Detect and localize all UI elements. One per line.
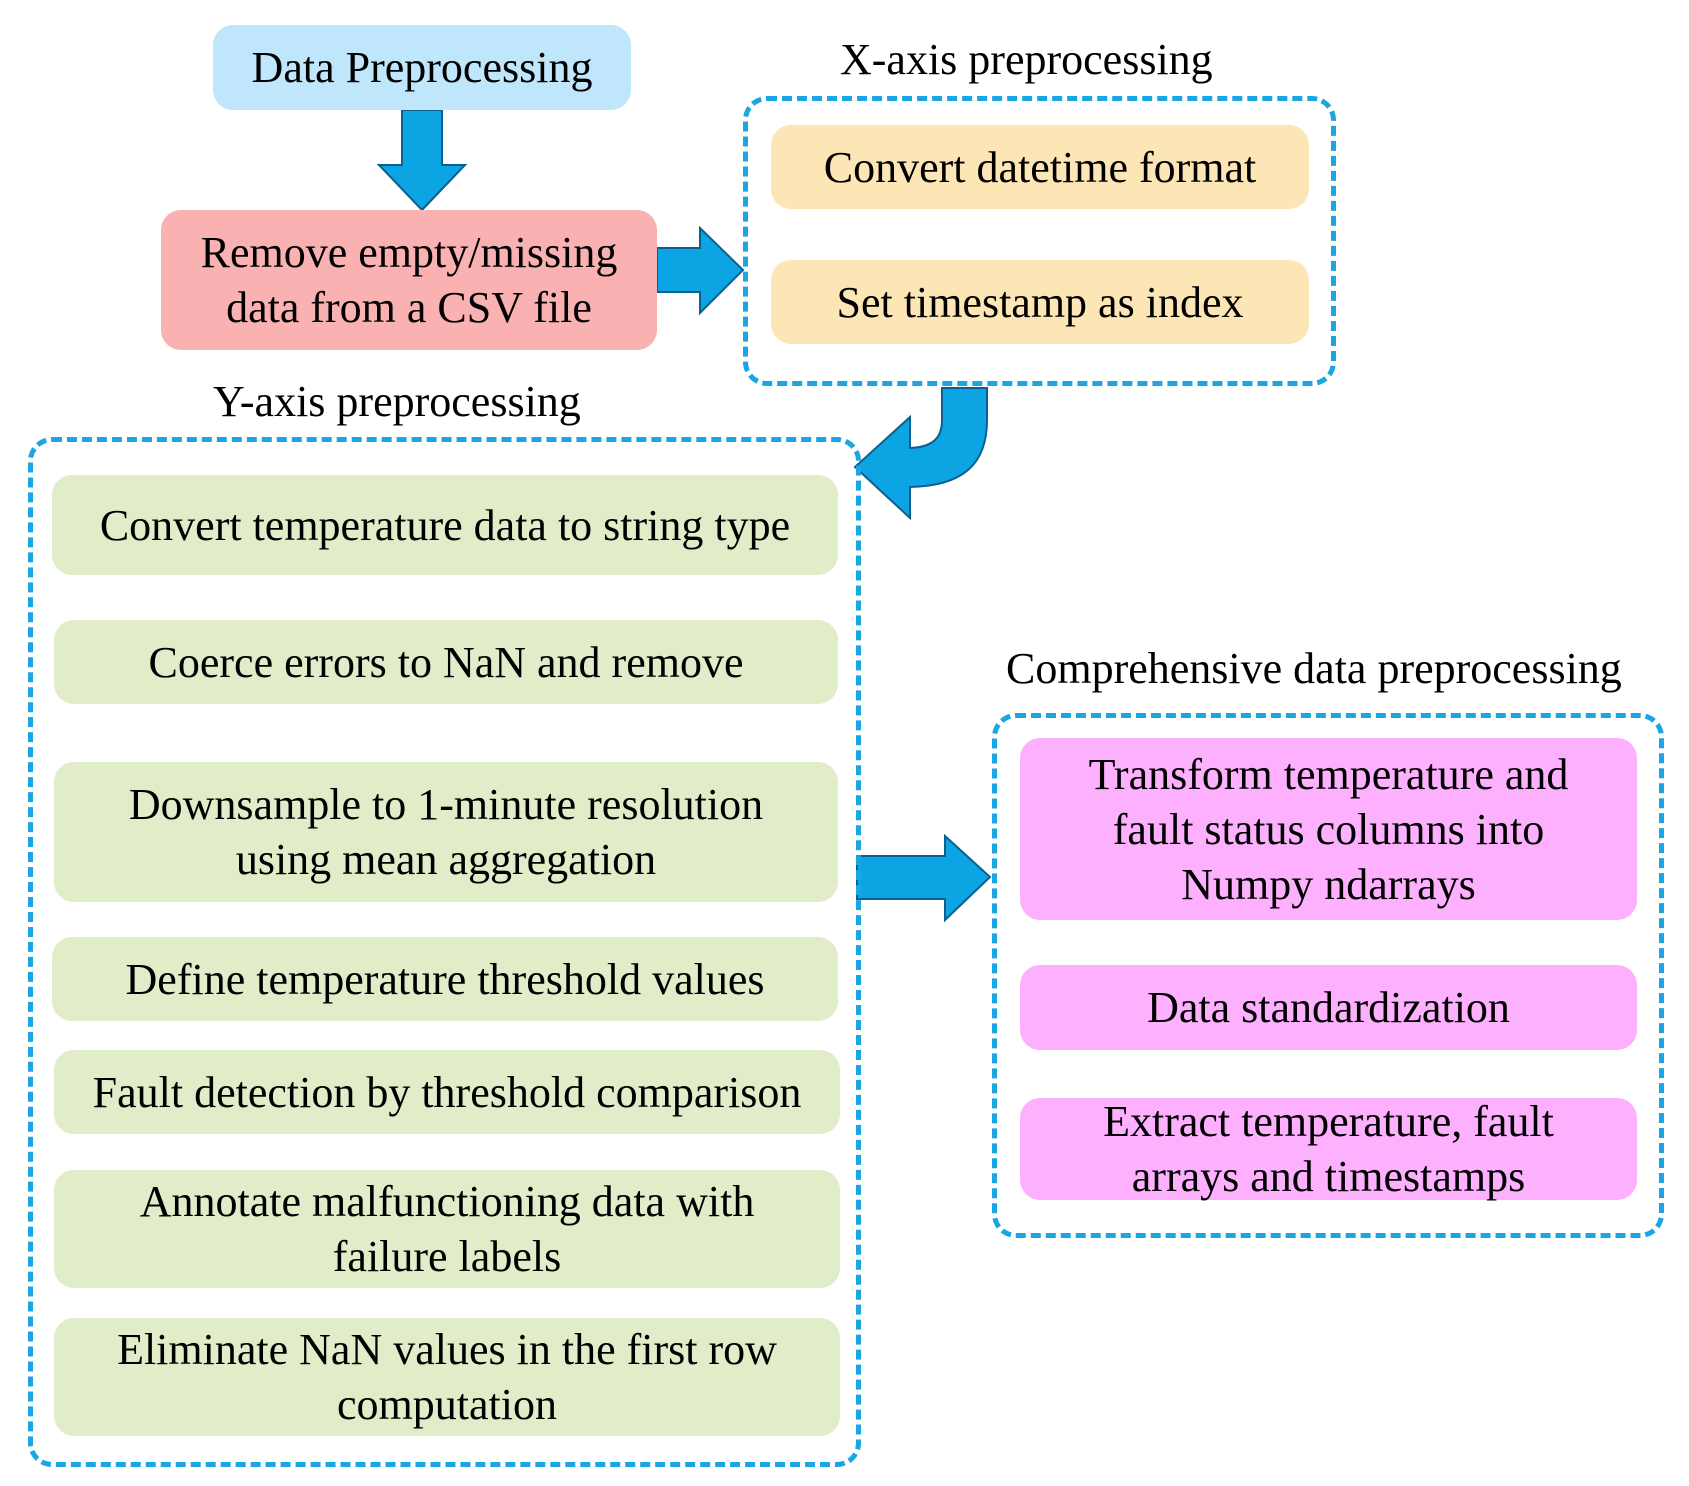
x-axis-group bbox=[743, 96, 1336, 386]
comprehensive-step: Transform temperature and fault status c… bbox=[1020, 738, 1637, 920]
y-axis-step: Convert temperature data to string type bbox=[52, 475, 838, 575]
x-axis-group-title: X-axis preprocessing bbox=[840, 35, 1213, 84]
arrow-curved-xaxis-to-yaxis bbox=[853, 387, 988, 521]
y-axis-step: Define temperature threshold values bbox=[52, 937, 838, 1021]
y-axis-step: Annotate malfunctioning data with failur… bbox=[54, 1170, 840, 1288]
comprehensive-group bbox=[992, 713, 1664, 1238]
x-axis-step: Convert datetime format bbox=[771, 125, 1309, 209]
remove-missing-data-box: Remove empty/missing data from a CSV fil… bbox=[161, 210, 657, 350]
arrow-right-remove-to-xaxis bbox=[656, 225, 745, 316]
comprehensive-step: Data standardization bbox=[1020, 965, 1637, 1050]
comprehensive-step: Extract temperature, fault arrays and ti… bbox=[1020, 1097, 1637, 1201]
x-axis-step: Set timestamp as index bbox=[771, 260, 1309, 344]
y-axis-step: Downsample to 1-minute resolution using … bbox=[54, 762, 838, 902]
y-axis-group-title: Y-axis preprocessing bbox=[213, 377, 581, 426]
y-axis-step: Coerce errors to NaN and remove bbox=[54, 620, 838, 704]
comprehensive-group-title: Comprehensive data preprocessing bbox=[1006, 644, 1622, 693]
arrow-down-start-to-remove bbox=[376, 109, 468, 212]
y-axis-step: Eliminate NaN values in the first row co… bbox=[54, 1318, 840, 1436]
y-axis-group bbox=[28, 437, 861, 1467]
data-preprocessing-box: Data Preprocessing bbox=[213, 25, 631, 110]
arrow-right-yaxis-to-comprehensive bbox=[856, 833, 992, 923]
y-axis-step: Fault detection by threshold comparison bbox=[54, 1050, 840, 1134]
